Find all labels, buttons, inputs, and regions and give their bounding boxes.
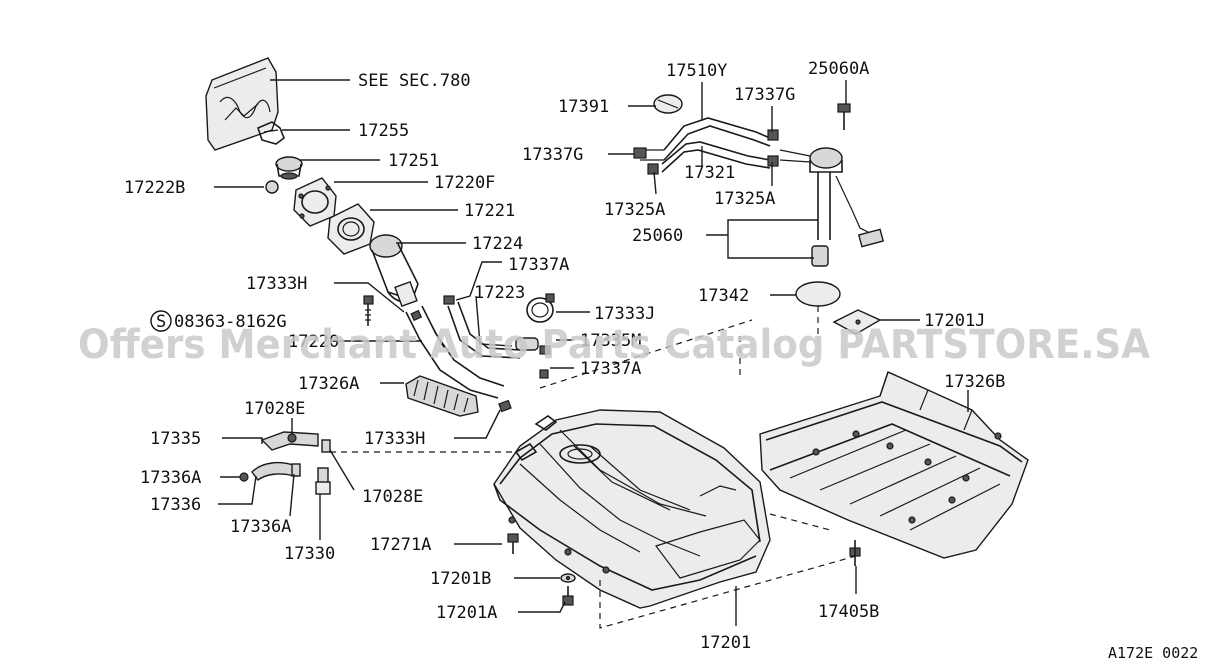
- s-circle-icon: S: [150, 310, 172, 332]
- label-17405b: 17405B: [818, 602, 879, 622]
- label-17201b: 17201B: [430, 569, 491, 589]
- label-17201: 17201: [700, 633, 751, 653]
- fuel-gauge-unit-25060: [779, 147, 885, 267]
- label-17271a: 17271A: [370, 535, 431, 555]
- label-17391: 17391: [558, 97, 609, 117]
- label-17028e-top: 17028E: [244, 399, 305, 419]
- label-17224: 17224: [472, 234, 523, 254]
- bolt-08363-8162g: [363, 295, 374, 326]
- filler-neck-17224: [369, 234, 419, 308]
- label-17342: 17342: [698, 286, 749, 306]
- filler-lid-panel: [205, 57, 279, 151]
- grommet-17222b: [265, 180, 279, 194]
- watermark-text: Offers Merchant Auto Parts Catalog PARTS…: [78, 322, 1150, 368]
- clip-17255: [257, 121, 285, 145]
- label-17201j: 17201J: [924, 311, 985, 331]
- label-17333h-top: 17333H: [246, 274, 307, 294]
- label-17510y: 17510Y: [666, 61, 727, 81]
- bolt-17405b: [849, 540, 861, 566]
- s-circle-letter: S: [156, 312, 166, 332]
- label-see-sec-780: SEE SEC.780: [358, 71, 471, 91]
- label-08363-8162g: 08363-8162G: [174, 312, 287, 332]
- label-17251: 17251: [388, 151, 439, 171]
- label-17220: 17220: [288, 332, 339, 352]
- label-17201a: 17201A: [436, 603, 497, 623]
- gasket-17221: [327, 203, 375, 255]
- label-25060a: 25060A: [808, 59, 869, 79]
- clamp-17333j: [526, 293, 555, 323]
- heat-shield-17326b: [759, 371, 1029, 559]
- label-17321: 17321: [684, 163, 735, 183]
- label-17335: 17335: [150, 429, 201, 449]
- hose-clips-17337g: [633, 129, 779, 175]
- leader-lines: [214, 79, 969, 626]
- label-17330: 17330: [284, 544, 335, 564]
- label-17255: 17255: [358, 121, 409, 141]
- gasket-17220f: [293, 177, 337, 227]
- tube-17335: [260, 431, 331, 453]
- label-17326a: 17326A: [298, 374, 359, 394]
- bolt-17271a: [507, 533, 519, 554]
- label-17337a-mid: 17337A: [580, 359, 641, 379]
- screw-25060a: [837, 103, 851, 130]
- nut-17201a: [562, 586, 574, 606]
- filler-cap-17251: [275, 156, 303, 180]
- label-17220f: 17220F: [434, 173, 495, 193]
- label-17333j: 17333J: [594, 304, 655, 324]
- label-17336a-bot: 17336A: [230, 517, 291, 537]
- label-17333h-bot: 17333H: [364, 429, 425, 449]
- label-25060: 25060: [632, 226, 683, 246]
- label-17336a-left: 17336A: [140, 468, 201, 488]
- label-17335m: 17335M: [580, 331, 641, 351]
- label-17222b: 17222B: [124, 178, 185, 198]
- label-17337a-top: 17337A: [508, 255, 569, 275]
- hose-clamps: [410, 295, 551, 413]
- washer-17201b: [560, 573, 576, 583]
- filler-tube-17220: [405, 305, 505, 399]
- label-17028e-bot: 17028E: [362, 487, 423, 507]
- label-17337g-left: 17337G: [522, 145, 583, 165]
- part-labels: SEE SEC.780 17255 17251 17222B 17220F 17…: [124, 59, 1005, 653]
- label-17325a-right: 17325A: [714, 189, 775, 209]
- fuel-tank-17201: [493, 409, 771, 609]
- label-17221: 17221: [464, 201, 515, 221]
- bellow-hose-17326a: [405, 375, 479, 417]
- packing-17201j: [832, 309, 882, 335]
- label-17326b: 17326B: [944, 372, 1005, 392]
- clip-17391: [653, 94, 683, 114]
- diagram-code: A172E 0022: [1108, 644, 1198, 662]
- label-17337g-right: 17337G: [734, 85, 795, 105]
- reference-lines: [330, 306, 857, 629]
- label-17325a-left: 17325A: [604, 200, 665, 220]
- label-17223: 17223: [474, 283, 525, 303]
- label-17336: 17336: [150, 495, 201, 515]
- plate-17342: [795, 281, 841, 307]
- breather-tube-17223: [447, 301, 521, 359]
